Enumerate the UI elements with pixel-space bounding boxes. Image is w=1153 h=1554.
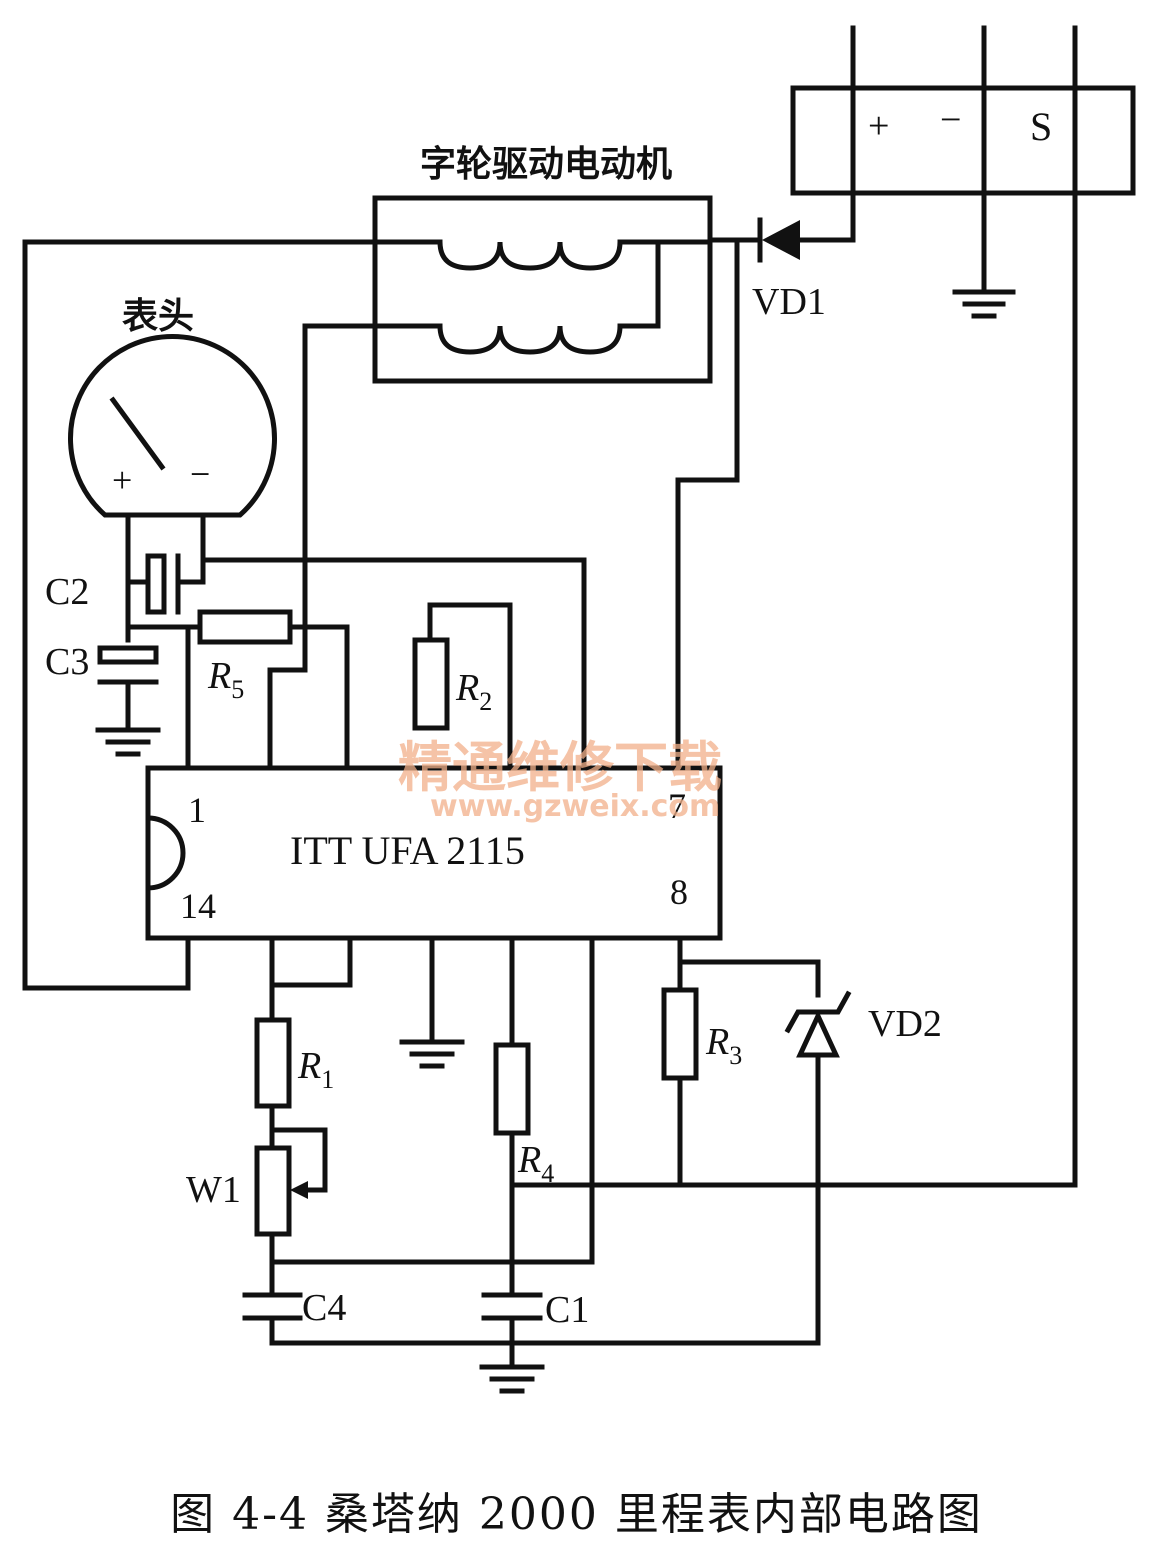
ic-pin8-label: 8	[670, 872, 688, 912]
capacitor-c3: C3	[45, 624, 203, 731]
capacitor-c4: C4	[242, 1287, 346, 1329]
c4-label: C4	[302, 1287, 346, 1329]
wheel-drive-motor: 字轮驱动电动机	[372, 144, 713, 384]
r3-label: R3	[705, 1021, 742, 1070]
resistor-r2: R2	[412, 637, 492, 731]
c1-label: C1	[545, 1289, 589, 1331]
motor-title: 字轮驱动电动机	[420, 144, 672, 185]
zener-diode-vd2: VD2	[784, 990, 942, 1058]
watermark-cn: 精通维修下载	[398, 736, 722, 799]
watermark: 精通维修下载 www.gzweix.com	[398, 736, 722, 824]
c3-label: C3	[45, 641, 89, 683]
ic-pin14-label: 14	[180, 886, 216, 926]
ic-pin1-label: 1	[188, 790, 206, 830]
ground-symbol-connector	[952, 289, 1016, 319]
ground-symbol-c1	[479, 1364, 545, 1394]
meter-plus-label: +	[112, 460, 132, 500]
ground-symbol-c3	[95, 727, 161, 757]
resistor-r3: R3	[661, 987, 742, 1081]
vd2-label: VD2	[868, 1003, 942, 1045]
r4-label: R4	[517, 1139, 554, 1188]
capacitor-c2: C2	[45, 553, 206, 615]
diode-vd1: VD1	[707, 217, 856, 323]
capacitor-c1: C1	[481, 1289, 589, 1331]
figure-caption: 图 4-4 桑塔纳 2000 里程表内部电路图	[170, 1489, 983, 1540]
watermark-url: www.gzweix.com	[430, 789, 720, 824]
w1-label: W1	[186, 1169, 241, 1211]
connector-s-label: S	[1030, 104, 1052, 149]
connector-minus-label: −	[940, 99, 961, 141]
ic-chip: ITT UFA 2115 1 7 8 14	[145, 765, 723, 941]
potentiometer-w1: W1	[186, 1127, 328, 1237]
ic-pin7-label: 7	[668, 786, 686, 826]
wiring	[22, 239, 1078, 1368]
r1-label: R1	[297, 1045, 334, 1094]
connector-plus-label: +	[868, 105, 889, 147]
connector: + − S	[790, 25, 1136, 1188]
resistor-r4: R4	[493, 1042, 554, 1188]
ic-name: ITT UFA 2115	[290, 828, 525, 873]
meter-title: 表头	[122, 296, 194, 337]
c2-label: C2	[45, 571, 89, 613]
meter-minus-label: −	[190, 454, 210, 494]
vd1-label: VD1	[752, 281, 826, 323]
meter-gauge: 表头 + −	[68, 296, 277, 643]
r5-label: R5	[207, 655, 244, 704]
ground-symbol-ic	[399, 1039, 465, 1069]
resistor-r5: R5	[197, 609, 293, 704]
resistor-r1: R1	[254, 1017, 334, 1151]
r2-label: R2	[455, 667, 492, 716]
